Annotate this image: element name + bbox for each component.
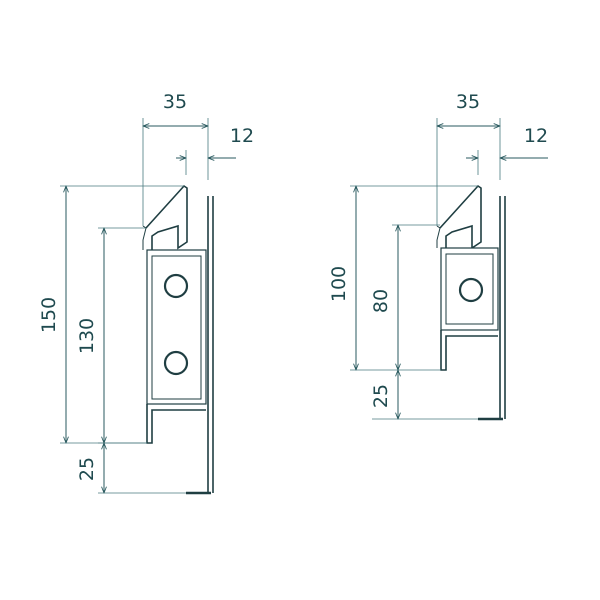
small-dim-base-height: 25	[370, 370, 398, 419]
small-total-height-label: 100	[328, 266, 350, 302]
small-dim-total-height: 100	[328, 186, 356, 370]
large-width-label: 35	[163, 91, 187, 113]
small-base-height-label: 25	[370, 384, 392, 408]
large-profile-outline	[142, 184, 214, 495]
small-hole-1	[458, 277, 484, 303]
large-total-height-label: 150	[38, 297, 60, 333]
large-inner-height-label: 130	[76, 318, 98, 354]
large-dim-base-height: 25	[76, 443, 104, 493]
large-base-height-label: 25	[76, 457, 98, 481]
small-width-label: 35	[456, 91, 480, 113]
large-offset-label: 12	[230, 125, 254, 147]
small-dim-inner-height: 80	[370, 225, 398, 370]
small-offset-label: 12	[524, 125, 548, 147]
small-front-plate	[440, 247, 499, 331]
small-dim-width: 35	[437, 91, 500, 126]
large-hole-2	[163, 350, 189, 376]
small-profile-outline	[436, 184, 506, 421]
small-dim-offset: 12	[466, 125, 548, 158]
large-dim-width: 35	[143, 91, 208, 126]
large-hole-1	[163, 273, 189, 299]
large-profile-group: 35 12 150 130 25	[38, 91, 254, 495]
small-inner-height-label: 80	[370, 289, 392, 313]
large-dim-total-height: 150	[38, 186, 66, 443]
small-profile-group: 35 12 100 80 25	[328, 91, 548, 421]
large-front-plate	[146, 249, 207, 405]
large-dim-inner-height: 130	[76, 228, 104, 443]
large-dim-offset: 12	[176, 125, 254, 158]
